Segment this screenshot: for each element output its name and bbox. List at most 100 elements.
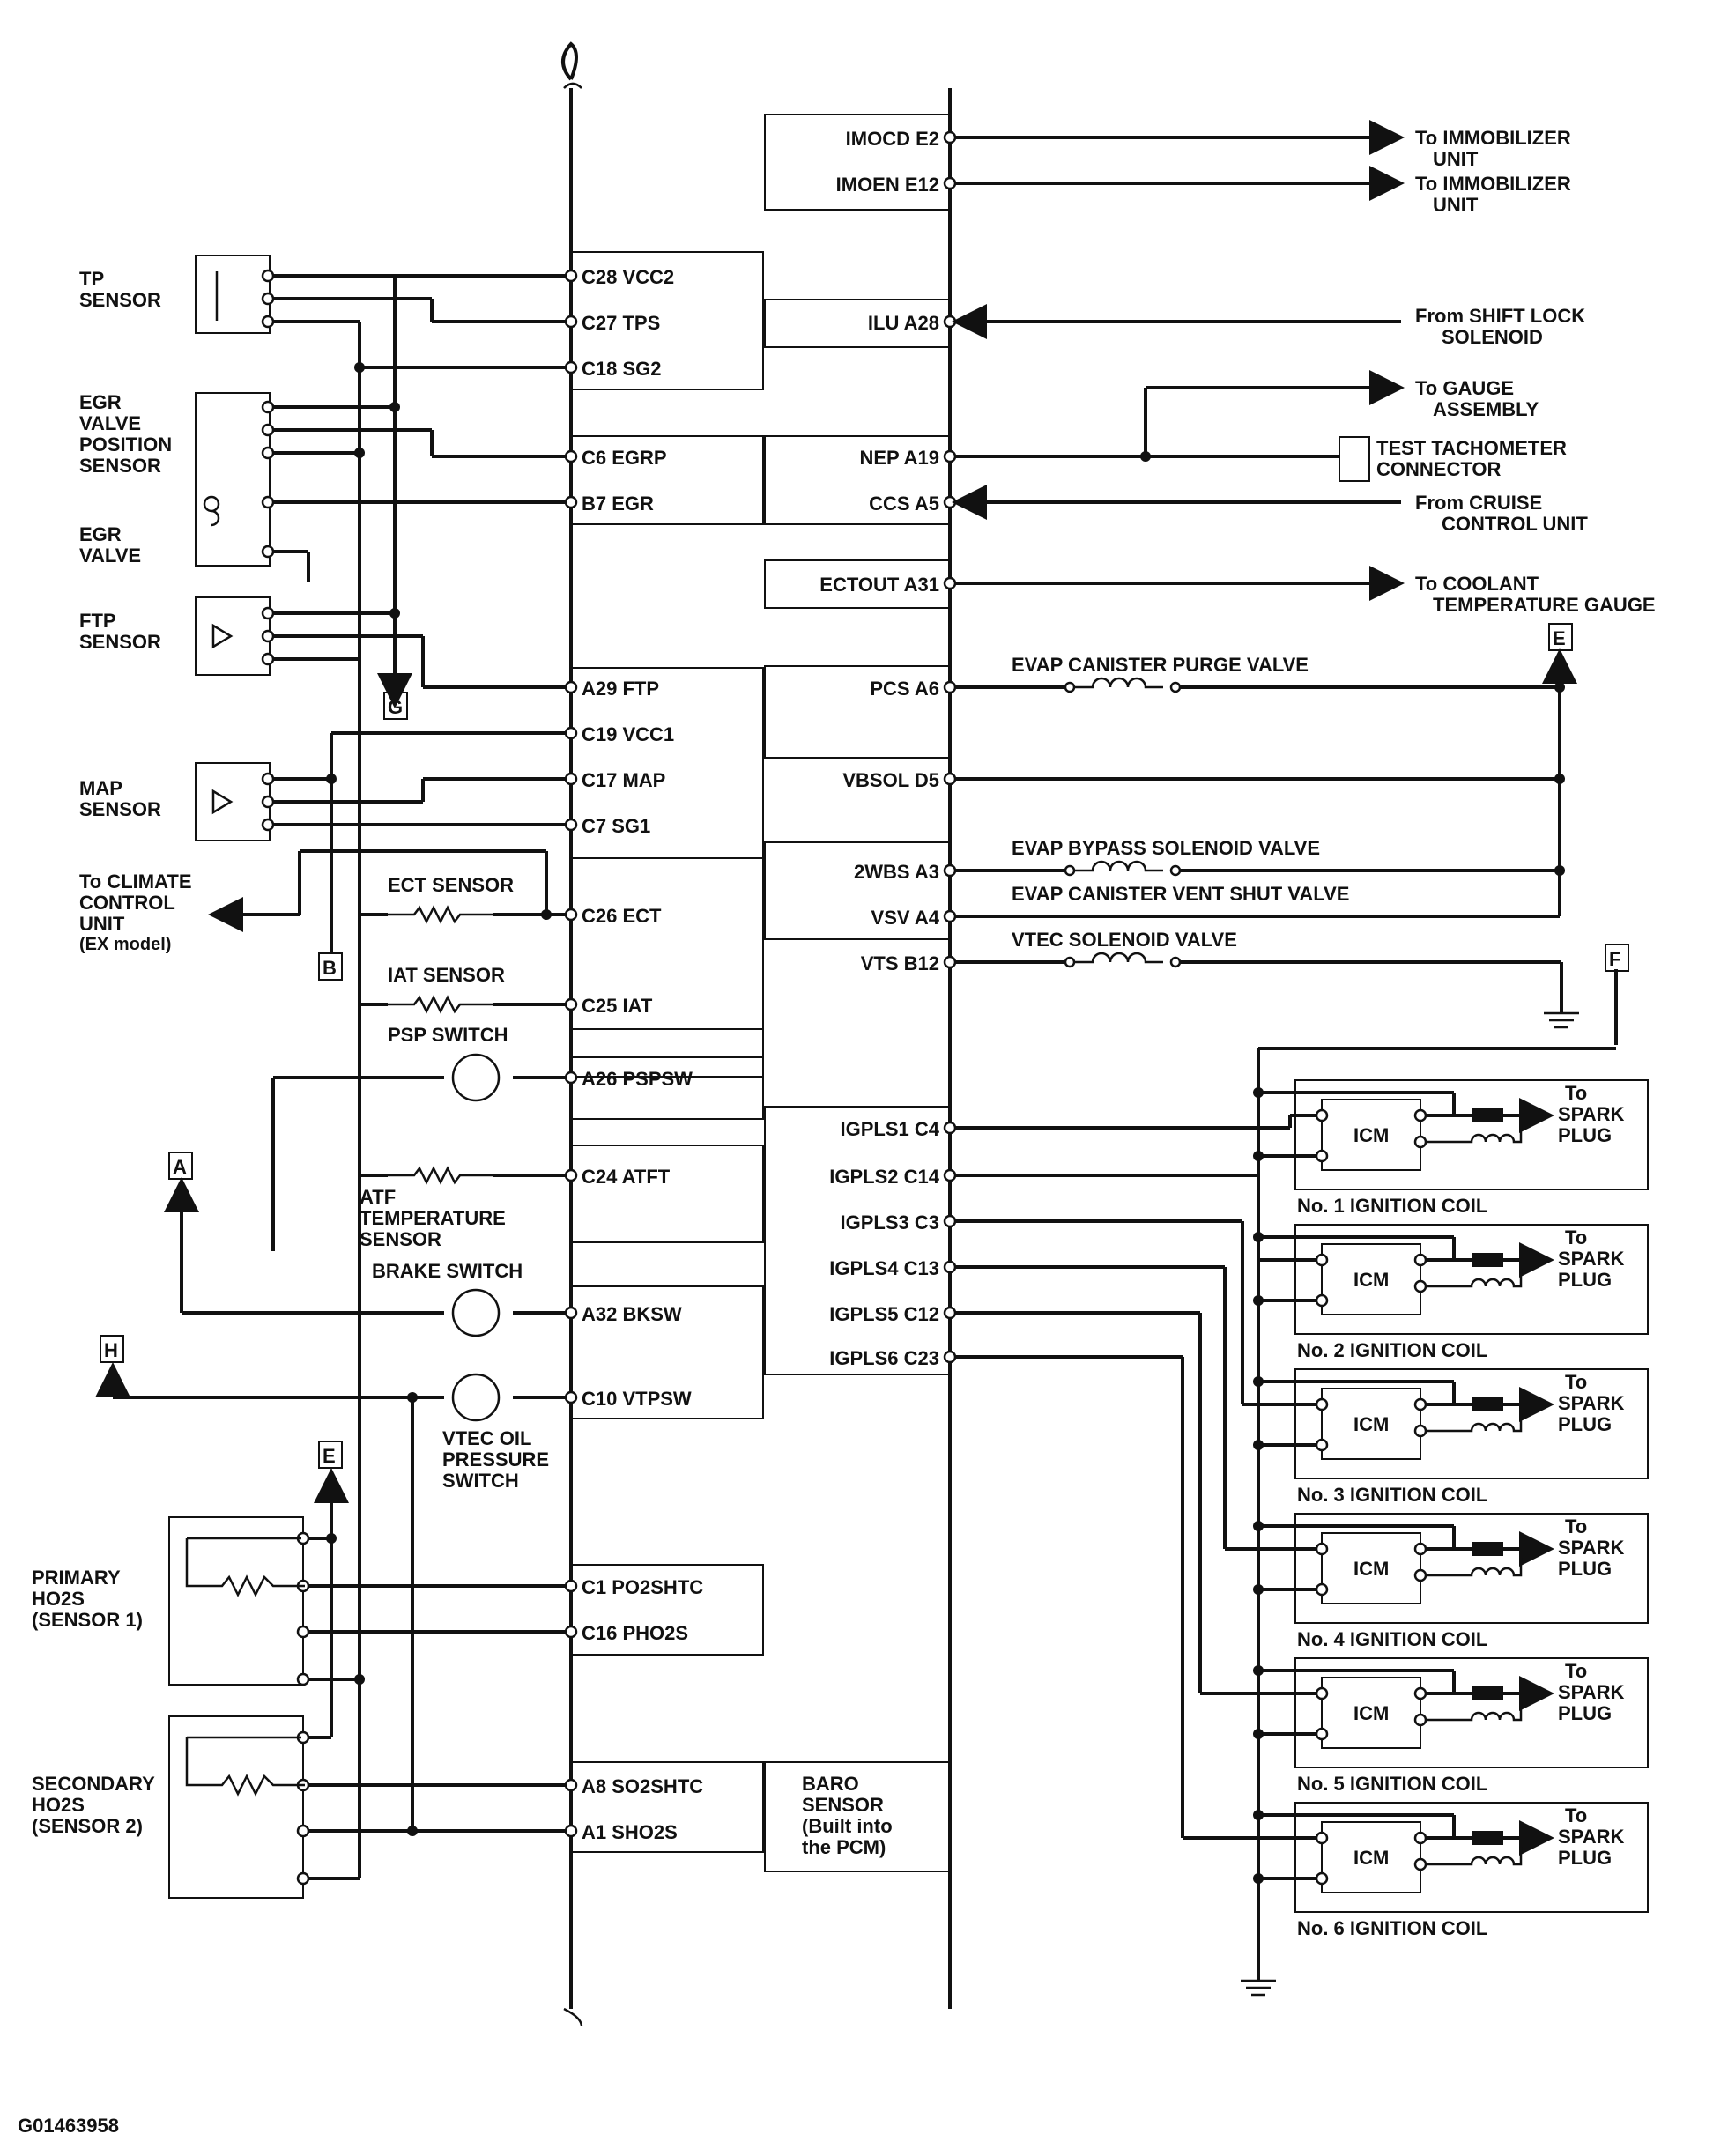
icm-box <box>1321 1243 1421 1315</box>
psp-switch-label: PSP SWITCH <box>388 1024 508 1046</box>
valve-wiring: E F <box>955 623 1629 1045</box>
pin-c25: C25 IAT <box>582 995 653 1017</box>
connector-f: F <box>1609 948 1620 970</box>
connector-e-right: E <box>1553 627 1566 649</box>
icm-label: ICM <box>1353 1124 1389 1146</box>
icm-box <box>1321 1821 1421 1893</box>
ignition-coil-label: No. 2 IGNITION COIL <box>1297 1339 1487 1361</box>
ignition-coil-label: No. 5 IGNITION COIL <box>1297 1773 1487 1795</box>
pin-c23: IGPLS6 C23 <box>829 1347 939 1369</box>
pin-c4: IGPLS1 C4 <box>841 1118 940 1140</box>
left-pin-box-3 <box>570 667 764 1419</box>
pin-c28: C28 VCC2 <box>582 266 674 288</box>
ignition-coil-label: No. 4 IGNITION COIL <box>1297 1628 1487 1650</box>
ignition-coil-frame <box>1294 1079 1649 1190</box>
pin-c16: C16 PHO2S <box>582 1622 688 1644</box>
pin-c12: IGPLS5 C12 <box>829 1303 939 1325</box>
pin-a32: A32 BKSW <box>582 1303 682 1325</box>
pin-a26: A26 PSPSW <box>582 1068 693 1090</box>
icm-label: ICM <box>1353 1702 1389 1724</box>
pin-c6: C6 EGRP <box>582 447 667 469</box>
ignition-coil-frame <box>1294 1368 1649 1479</box>
valve-purge: EVAP CANISTER PURGE VALVE <box>1012 654 1309 676</box>
ignition-coil-label: No. 6 IGNITION COIL <box>1297 1917 1487 1939</box>
coil-core <box>1472 1542 1503 1556</box>
pin-c24: C24 ATFT <box>582 1166 671 1188</box>
pin-a28: ILU A28 <box>868 312 939 334</box>
pin-b12: VTS B12 <box>861 952 939 974</box>
ignition-coil-frame <box>1294 1802 1649 1913</box>
pin-e2: IMOCD E2 <box>846 128 939 150</box>
pin-a4: VSV A4 <box>871 907 940 929</box>
left-wires <box>95 274 566 1880</box>
pin-c27: C27 TPS <box>582 312 660 334</box>
pin-c7: C7 SG1 <box>582 815 650 837</box>
footer-code: G01463958 <box>18 2115 119 2137</box>
pin-a3: 2WBS A3 <box>854 861 939 883</box>
pin-c3: IGPLS3 C3 <box>841 1211 939 1234</box>
left-pins: C28 VCC2 C27 TPS C18 SG2 C6 EGRP B7 EGR … <box>564 266 703 1843</box>
pin-a1: A1 SHO2S <box>582 1821 678 1843</box>
pin-c10: C10 VTPSW <box>582 1388 692 1410</box>
ect-sensor-label: ECT SENSOR <box>388 874 514 896</box>
left-components <box>168 255 310 1899</box>
coil-core <box>1472 1108 1503 1122</box>
pin-d5: VBSOL D5 <box>842 769 939 791</box>
ignition-coil-frame <box>1294 1224 1649 1335</box>
icm-label: ICM <box>1353 1413 1389 1435</box>
ignition-coil-label: No. 1 IGNITION COIL <box>1297 1195 1487 1217</box>
valve-vtec: VTEC SOLENOID VALVE <box>1012 929 1237 951</box>
connector-e-left: E <box>323 1445 336 1467</box>
connector-a: A <box>173 1156 187 1178</box>
pin-a31: ECTOUT A31 <box>819 574 939 596</box>
icm-box <box>1321 1388 1421 1460</box>
ignition-coil-frame <box>1294 1513 1649 1624</box>
pin-a19: NEP A19 <box>860 447 940 469</box>
right-output-wires <box>952 120 1405 601</box>
pin-e12: IMOEN E12 <box>836 174 939 196</box>
coil-core <box>1472 1831 1503 1845</box>
pin-b7: B7 EGR <box>582 493 654 515</box>
pcm-body <box>561 41 578 81</box>
icm-box <box>1321 1099 1421 1171</box>
icm-box <box>1321 1532 1421 1604</box>
pin-c18: C18 SG2 <box>582 358 662 380</box>
right-pin-boxes <box>764 114 951 1872</box>
pin-c19: C19 VCC1 <box>582 723 674 745</box>
left-pin-box-4 <box>570 1564 764 1853</box>
valve-labels: EVAP CANISTER PURGE VALVE EVAP BYPASS SO… <box>1012 654 1349 951</box>
iat-sensor-label: IAT SENSOR <box>388 964 505 986</box>
valve-vent: EVAP CANISTER VENT SHUT VALVE <box>1012 883 1349 905</box>
coil-core <box>1472 1397 1503 1411</box>
coil-core <box>1472 1253 1503 1267</box>
ignition-coil-label: No. 3 IGNITION COIL <box>1297 1484 1487 1506</box>
connector-b: B <box>323 957 337 979</box>
left-pin-box-2 <box>570 435 764 525</box>
connector-h: H <box>104 1339 118 1361</box>
coil-core <box>1472 1686 1503 1700</box>
right-pins: IMOCD E2 IMOEN E12 ILU A28 NEP A19 CCS A… <box>819 128 957 1369</box>
pin-c13: IGPLS4 C13 <box>829 1257 939 1279</box>
